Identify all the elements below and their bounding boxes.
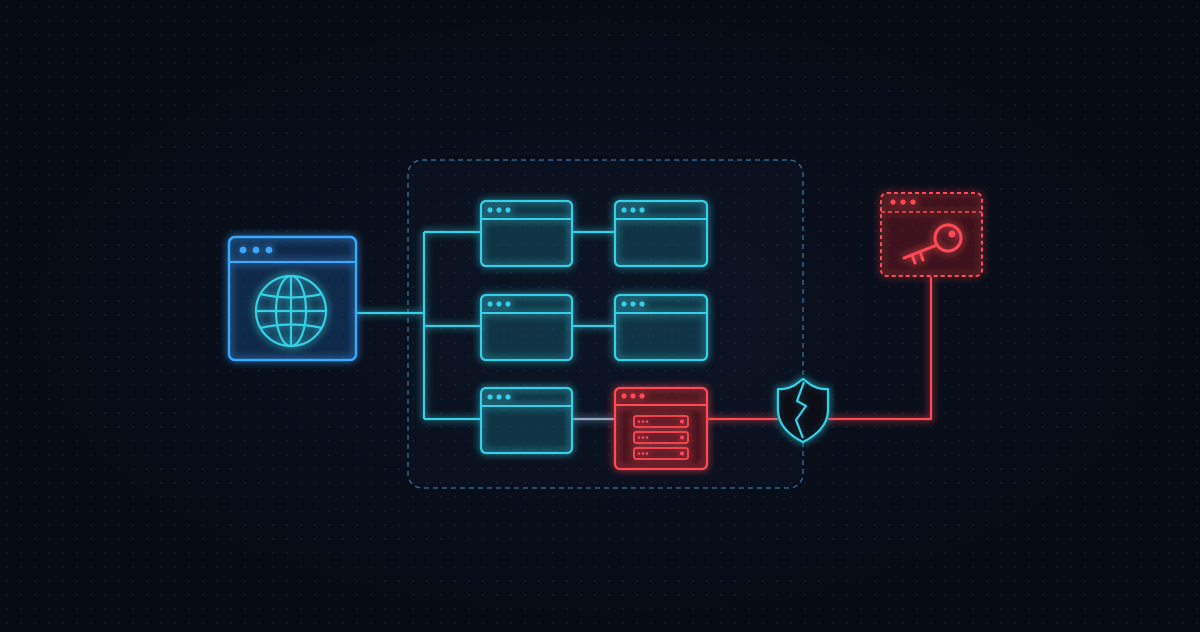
trust-boundary bbox=[407, 159, 804, 489]
service-window-a2[interactable] bbox=[613, 199, 709, 268]
connectors bbox=[356, 230, 615, 421]
broken-shield-icon bbox=[776, 377, 830, 444]
secret-store-window[interactable] bbox=[880, 192, 983, 277]
attack-path-shield-key bbox=[828, 277, 933, 421]
globe-icon bbox=[254, 274, 328, 348]
key-icon bbox=[902, 223, 963, 265]
service-window-a1[interactable] bbox=[479, 199, 574, 268]
service-window-b1[interactable] bbox=[479, 293, 574, 362]
server-icon bbox=[633, 415, 689, 460]
attack-path bbox=[707, 277, 933, 421]
compromised-server-window[interactable] bbox=[613, 386, 709, 471]
service-window-b2[interactable] bbox=[613, 293, 709, 362]
client-browser-window[interactable] bbox=[227, 235, 358, 362]
service-window-c1[interactable] bbox=[479, 386, 574, 455]
